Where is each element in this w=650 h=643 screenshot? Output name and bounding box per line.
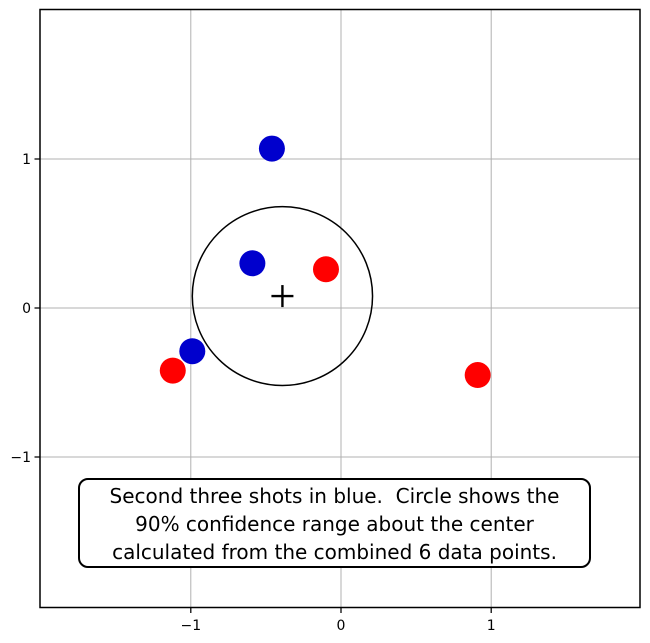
data-point-first-three-shots-red <box>312 256 339 283</box>
y-tick-label: −1 <box>10 450 31 466</box>
data-point-first-three-shots-red <box>159 357 186 384</box>
data-point-second-three-shots-blue <box>179 338 206 365</box>
x-tick-label: −1 <box>180 618 201 634</box>
annotation-line-3: calculated from the combined 6 data poin… <box>112 540 557 564</box>
data-point-first-three-shots-red <box>464 362 491 389</box>
data-point-second-three-shots-blue <box>258 135 285 162</box>
annotation-box: Second three shots in blue. Circle shows… <box>78 478 591 568</box>
data-point-second-three-shots-blue <box>239 250 266 277</box>
annotation-line-1: Second three shots in blue. Circle shows… <box>109 484 560 508</box>
confidence-circle <box>191 205 374 387</box>
x-tick-label: 1 <box>487 618 496 634</box>
y-tick-label: 0 <box>22 301 31 317</box>
annotation-line-2: 90% confidence range about the center <box>135 512 534 536</box>
x-tick-label: 0 <box>337 618 346 634</box>
y-tick-label: 1 <box>22 152 31 168</box>
